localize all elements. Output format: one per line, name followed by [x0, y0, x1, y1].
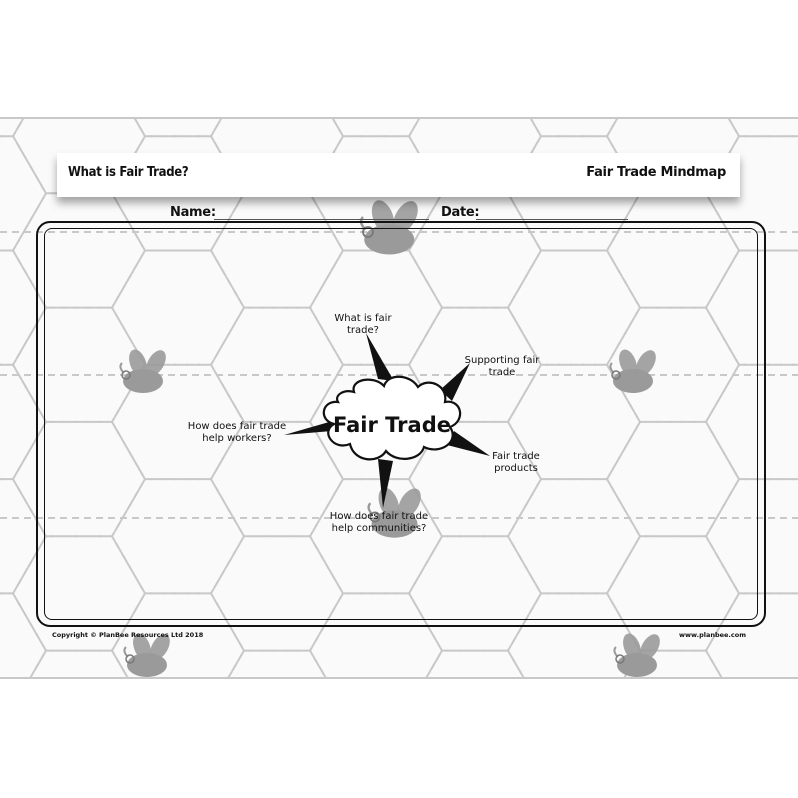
name-field-line[interactable]	[214, 219, 429, 220]
branch-text: trade	[488, 367, 516, 378]
branch-text: help communities?	[331, 523, 427, 534]
mindmap-diagram: Fair Trade	[284, 333, 490, 508]
bee-icon	[359, 200, 418, 255]
bee-decorations	[119, 200, 660, 677]
bee-icon	[613, 633, 660, 677]
branch-text: trade?	[347, 325, 379, 336]
center-topic: Fair Trade	[333, 413, 451, 437]
spike-bottom	[378, 459, 393, 508]
worksheet: What is Fair Trade? Fair Trade Mindmap N…	[0, 117, 798, 679]
header-band: What is Fair Trade? Fair Trade Mindmap	[57, 153, 740, 197]
website-link[interactable]: www.planbee.com	[679, 631, 746, 639]
hexagon-cell	[704, 592, 798, 677]
hexagon-cell	[704, 249, 798, 366]
branch-what-is-fair-trade: What is fair trade?	[318, 313, 408, 337]
worksheet-title: What is Fair Trade?	[68, 165, 189, 180]
branch-help-communities: How does fair trade help communities?	[306, 511, 452, 535]
bee-icon	[609, 349, 656, 393]
date-field-line[interactable]	[476, 219, 628, 220]
bee-icon	[123, 633, 170, 677]
center-cloud	[322, 375, 462, 461]
copyright-text: Copyright © PlanBee Resources Ltd 2018	[52, 631, 204, 639]
branch-help-workers: How does fair trade help workers?	[168, 421, 306, 445]
spike-top	[366, 333, 394, 381]
bee-icon	[119, 349, 166, 393]
spike-right-top	[440, 363, 470, 401]
branch-text: Supporting fair	[464, 355, 540, 366]
name-label: Name:	[170, 205, 216, 220]
date-label: Date:	[441, 205, 480, 220]
branch-text: products	[494, 463, 538, 474]
hexagon-cell	[704, 478, 798, 595]
branch-text: How does fair trade	[187, 421, 287, 432]
spike-right-bottom	[447, 431, 490, 456]
hexagon-cell	[704, 363, 798, 481]
bee-icon	[367, 487, 421, 538]
branch-fair-trade-products: Fair trade products	[474, 451, 558, 475]
mindmap-inner-frame	[44, 228, 758, 620]
mindmap-frame	[36, 221, 766, 627]
branch-text: help workers?	[202, 433, 272, 444]
branch-text: What is fair	[334, 313, 392, 324]
branch-supporting-fair-trade: Supporting fair trade	[446, 355, 558, 379]
branch-text: Fair trade	[492, 451, 540, 462]
branch-text: How does fair trade	[329, 511, 429, 522]
worksheet-subtitle: Fair Trade Mindmap	[586, 165, 726, 180]
